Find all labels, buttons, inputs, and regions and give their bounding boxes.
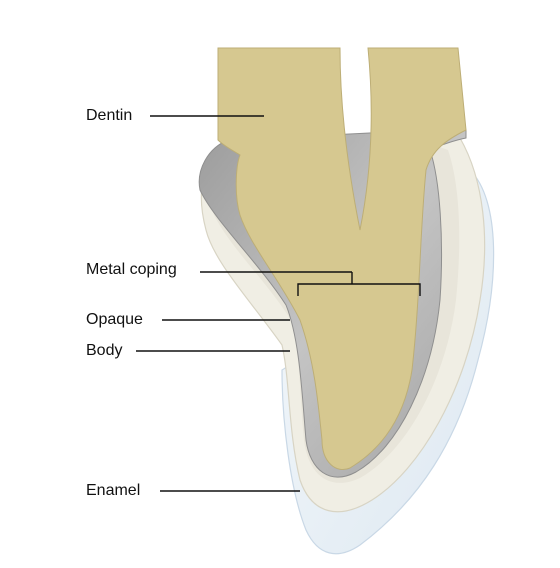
dentin-core [217, 47, 467, 470]
opaque-label: Opaque [86, 311, 143, 328]
body-label: Body [86, 342, 123, 359]
metal-coping-label: Metal coping [86, 261, 177, 278]
enamel-label: Enamel [86, 482, 141, 499]
dentin-label: Dentin [86, 107, 133, 124]
metal-coping-bracket [297, 272, 421, 296]
